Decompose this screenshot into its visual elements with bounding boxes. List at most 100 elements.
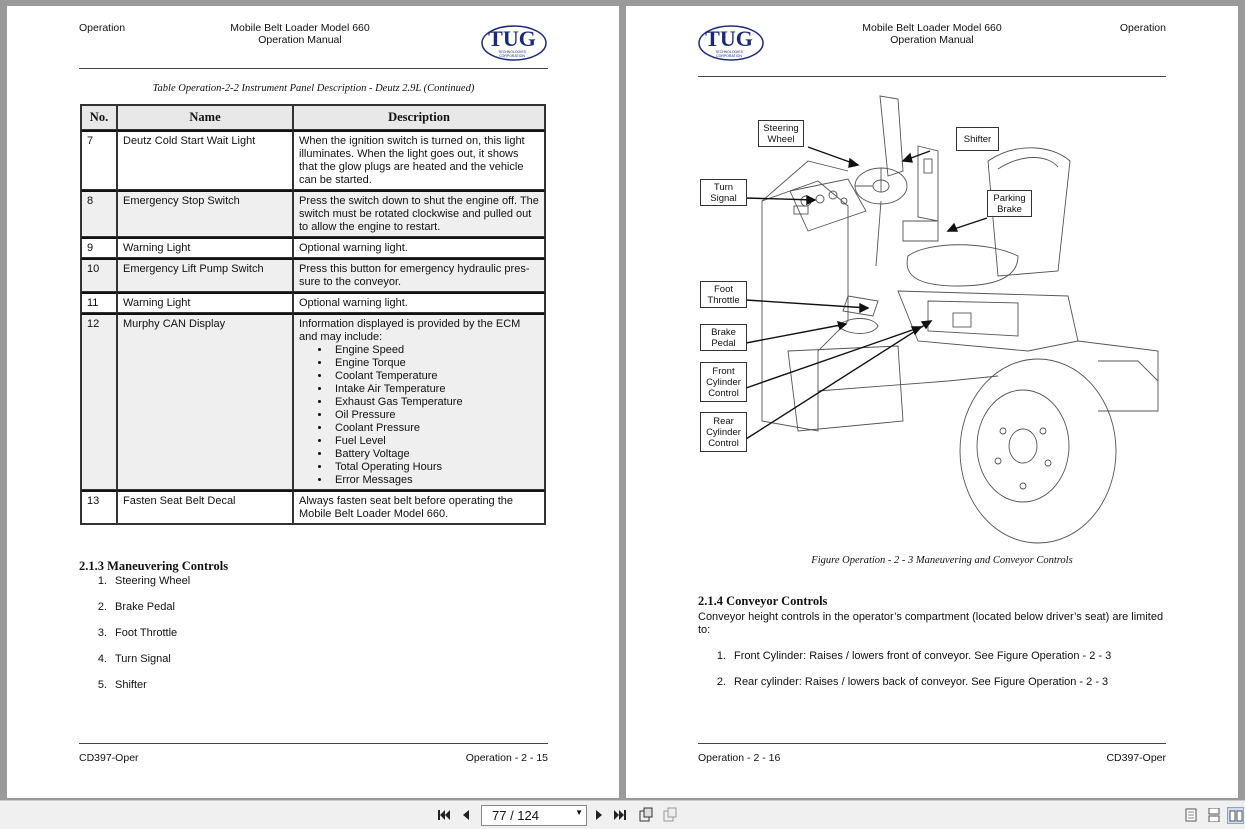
maneuvering-controls-figure [745, 95, 1159, 544]
page-number-input[interactable]: 77 / 124 ▼ [481, 805, 587, 826]
document-page-left: Operation Mobile Belt Loader Model 660 O… [7, 6, 619, 798]
svg-text:CORPORATION: CORPORATION [716, 54, 742, 58]
document-page-right: TUG TECHNOLOGIES CORPORATION Mobile Belt… [626, 6, 1238, 798]
list-item: 3. Foot Throttle [89, 627, 177, 639]
callout-parking-brake: Parking Brake [987, 190, 1032, 217]
first-page-icon[interactable] [436, 807, 452, 823]
list-item: Intake Air Temperature [331, 383, 539, 396]
callout-rear-cylinder-control: Rear Cylinder Control [700, 412, 747, 452]
svg-text:TUG: TUG [705, 26, 753, 51]
list-text: Rear cylinder: Raises / lowers back of c… [734, 676, 1109, 688]
header-section: Operation [1119, 22, 1166, 34]
table-row: 13 Fasten Seat Belt Decal Always fasten … [81, 490, 545, 524]
col-header-name: Name [117, 105, 293, 130]
section-heading-maneuvering: 2.1.3 Maneuvering Controls [79, 559, 229, 573]
footer-doc-id: CD397-Oper [1106, 752, 1166, 764]
cell-desc-intro: Information displayed is provided by the… [299, 318, 521, 343]
list-number: 3. [97, 627, 107, 639]
figure-caption: Figure Operation - 2 - 3 Maneuvering and… [811, 555, 1073, 566]
list-text: Brake Pedal [115, 601, 175, 613]
cell-desc: When the ignition switch is turned on, t… [293, 130, 545, 190]
footer-page-number: Operation - 2 - 15 [465, 752, 548, 764]
list-item: 1. Front Cylinder: Raises / lowers front … [708, 650, 1111, 662]
cell-name: Warning Light [117, 292, 293, 313]
single-page-icon[interactable] [1183, 807, 1199, 823]
next-page-icon[interactable] [591, 807, 607, 823]
conveyor-list: 1. Front Cylinder: Raises / lowers front … [708, 650, 1168, 690]
list-item: 5.Shifter [89, 679, 147, 691]
cell-desc: Press the switch down to shut the engine… [293, 190, 545, 237]
continuous-icon[interactable] [1206, 807, 1222, 823]
list-text: Steering Wheel [115, 575, 191, 587]
tug-logo: TUG TECHNOLOGIES CORPORATION [698, 25, 764, 61]
svg-text:TECHNOLOGIES: TECHNOLOGIES [498, 50, 526, 54]
footer-rule [698, 743, 1166, 744]
table-row: 11 Warning Light Optional warning light. [81, 292, 545, 313]
cell-desc: Always fasten seat belt before operating… [293, 490, 545, 524]
cell-no: 10 [81, 258, 117, 292]
last-page-icon[interactable] [612, 807, 628, 823]
list-item: Engine Torque [331, 357, 539, 370]
header-title-line2: Operation Manual [890, 34, 974, 46]
list-item: 2.Brake Pedal [89, 601, 175, 613]
fit-icon[interactable] [662, 807, 678, 823]
cell-desc: Information displayed is provided by the… [293, 313, 545, 490]
list-item: 2. Rear cylinder: Raises / lowers back of… [708, 676, 1108, 688]
conveyor-paragraph: Conveyor height controls in the operator… [698, 611, 1164, 636]
two-page-icon[interactable] [1227, 807, 1244, 824]
callout-foot-throttle: Foot Throttle [700, 281, 747, 308]
cell-desc: Press this button for emergency hydrauli… [293, 258, 545, 292]
cell-name: Deutz Cold Start Wait Light [117, 130, 293, 190]
maneuvering-list: 1. Steering Wheel 2.Brake Pedal 3. Foot Th… [89, 575, 389, 695]
table-row: 7 Deutz Cold Start Wait Light When the i… [81, 130, 545, 190]
list-item: 4.Turn Signal [89, 653, 171, 665]
header-title-line1: Mobile Belt Loader Model 660 [862, 22, 1002, 34]
cell-desc: Optional warning light. [293, 292, 545, 313]
list-item: Error Messages [331, 474, 539, 487]
cell-no: 11 [81, 292, 117, 313]
cell-no: 9 [81, 237, 117, 258]
list-item: Coolant Temperature [331, 370, 539, 383]
list-item: Total Operating Hours [331, 461, 539, 474]
page-indicator: 77 / 124 [492, 808, 539, 823]
list-item: Coolant Pressure [331, 422, 539, 435]
cell-name: Murphy CAN Display [117, 313, 293, 490]
list-number: 2. [716, 676, 726, 688]
prev-page-icon[interactable] [458, 807, 474, 823]
callout-brake-pedal: Brake Pedal [700, 324, 747, 351]
list-text: Foot Throttle [115, 627, 178, 639]
list-item: 1. Steering Wheel [89, 575, 190, 587]
tug-logo: TUG TECHNOLOGIES CORPORATION [481, 25, 547, 61]
table-row: 12 Murphy CAN Display Information displa… [81, 313, 545, 490]
header-title: Mobile Belt Loader Model 660 Operation M… [207, 22, 393, 46]
instrument-panel-table: No. Name Description 7 Deutz Cold Start … [80, 104, 546, 525]
list-item: Oil Pressure [331, 409, 539, 422]
list-number: 5. [97, 679, 107, 691]
list-item: Fuel Level [331, 435, 539, 448]
header-rule [79, 68, 548, 69]
callout-steering-wheel: Steering Wheel [758, 120, 804, 147]
header-title: Mobile Belt Loader Model 660 Operation M… [839, 22, 1025, 46]
header-title-line1: Mobile Belt Loader Model 660 [230, 22, 370, 34]
footer-rule [79, 743, 548, 744]
list-number: 1. [97, 575, 107, 587]
header-title-line2: Operation Manual [258, 34, 342, 46]
section-heading-conveyor: 2.1.4 Conveyor Controls [698, 594, 828, 608]
table-caption: Table Operation-2-2 Instrument Panel Des… [152, 83, 475, 94]
ecm-info-list: Engine Speed Engine Torque Coolant Tempe… [299, 344, 539, 487]
table-row: 9 Warning Light Optional warning light. [81, 237, 545, 258]
cell-no: 7 [81, 130, 117, 190]
list-number: 4. [97, 653, 107, 665]
header-section: Operation [79, 22, 126, 34]
col-header-description: Description [293, 105, 545, 130]
table-row: 10 Emergency Lift Pump Switch Press this… [81, 258, 545, 292]
rotate-icon[interactable] [638, 807, 654, 823]
list-number: 1. [716, 650, 726, 662]
header-rule [698, 76, 1166, 77]
list-text: Front Cylinder: Raises / lowers front of… [734, 650, 1112, 662]
cell-name: Emergency Lift Pump Switch [117, 258, 293, 292]
chevron-down-icon[interactable]: ▼ [575, 808, 583, 817]
svg-text:CORPORATION: CORPORATION [499, 54, 525, 58]
callout-turn-signal: Turn Signal [700, 179, 747, 206]
footer-page-number: Operation - 2 - 16 [698, 752, 781, 764]
